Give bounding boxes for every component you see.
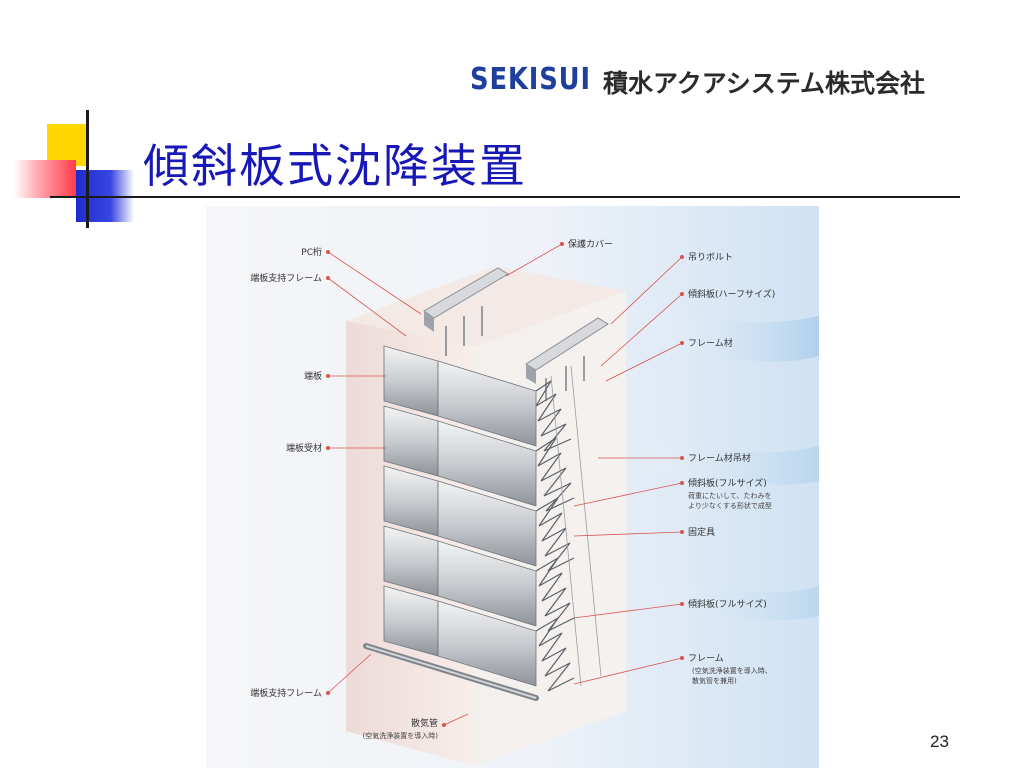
label-frame-note-2: 散気管を兼用)	[692, 676, 737, 685]
protective-cover-beam-side	[526, 364, 536, 384]
label-end-plate-support-frame-bottom: 端板支持フレーム	[250, 687, 322, 699]
leader-dots-left	[326, 250, 446, 727]
diffuser-pipe	[363, 643, 539, 701]
label-frame-member-hanger: フレーム材吊材	[688, 452, 751, 464]
page-number: 23	[930, 732, 949, 751]
label-end-plate-support-frame-top: 端板支持フレーム	[250, 272, 322, 284]
label-end-plate: 端板	[304, 370, 322, 382]
label-inclined-plate-full-1-note-1: 荷重にたいして、たわみを	[688, 491, 771, 500]
settling-device-illustration: PC桁 端板支持フレーム 端板 端板受材 端板支持フレーム 散気管 (空気洗浄装…	[206, 206, 819, 768]
label-frame-note-1: (空気洗浄装置を導入時、	[692, 666, 772, 675]
water-wave	[636, 312, 819, 362]
label-fixture: 固定具	[688, 526, 715, 538]
label-frame: フレーム	[688, 653, 724, 664]
label-inclined-plate-full-1-note-2: より少なくする形状で成型	[688, 501, 772, 510]
frame-members	[550, 365, 602, 687]
water-wave	[626, 442, 819, 485]
decorative-vertical-line	[86, 110, 89, 228]
water-wave	[646, 582, 819, 621]
inclined-plate-edges	[535, 380, 575, 692]
inclined-plate-stack-front	[383, 345, 537, 687]
hanging-bolts	[445, 306, 585, 401]
leader-lines-right	[505, 243, 683, 685]
label-end-plate-receiver: 端板受材	[286, 442, 322, 454]
label-inclined-plate-full-1: 傾斜板(フルサイズ)	[688, 477, 767, 489]
label-pc-beam: PC桁	[301, 246, 322, 258]
label-frame-member: フレーム材	[688, 337, 733, 349]
leader-dots-right	[560, 242, 684, 660]
tank-top	[346, 266, 626, 346]
label-inclined-plate-full-2: 傾斜板(フルサイズ)	[688, 598, 767, 610]
label-diffuser-pipe: 散気管	[411, 717, 438, 729]
decorative-red-bar	[14, 160, 76, 198]
label-inclined-plate-half: 傾斜板(ハーフサイズ)	[688, 288, 775, 300]
company-name: 積水アクアシステム株式会社	[603, 69, 926, 98]
title-underline	[50, 196, 960, 198]
label-diffuser-pipe-note: (空気洗浄装置を導入時)	[363, 731, 439, 740]
label-hanging-bolt: 吊りボルト	[688, 252, 733, 263]
sekisui-logo: SEKISUI	[470, 62, 591, 97]
pc-beam-side	[424, 311, 434, 332]
pc-beam	[423, 267, 509, 319]
decorative-yellow-square	[47, 124, 89, 166]
leader-lines-left	[327, 251, 469, 726]
protective-cover-beam	[525, 317, 609, 371]
label-protective-cover: 保護カバー	[568, 238, 613, 250]
slide-title: 傾斜板式沈降装置	[143, 139, 527, 193]
